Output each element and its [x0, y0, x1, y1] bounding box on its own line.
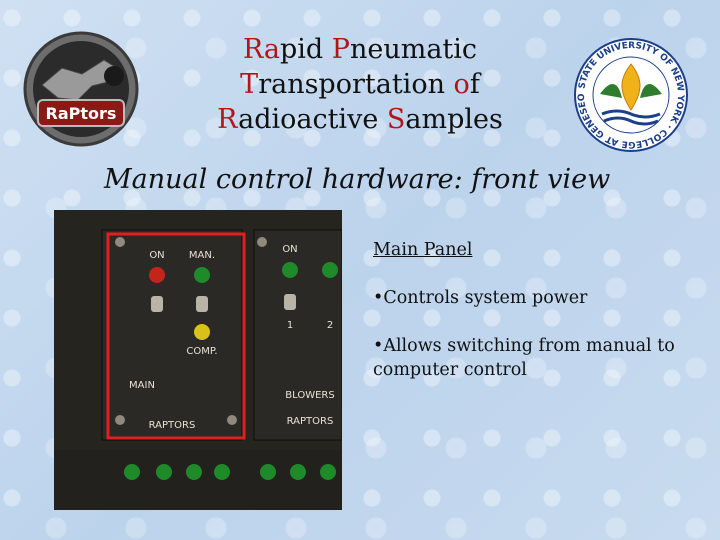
title-segment: S: [386, 104, 406, 135]
title-line-2: Transportation of: [160, 67, 560, 102]
title-line-1: Rapid Pneumatic: [160, 32, 560, 67]
title-segment: pid: [280, 34, 332, 65]
blower-2-label: 2: [327, 320, 333, 331]
led-green-lower-4: [214, 464, 230, 480]
title-line-3: Radioactive Samples: [160, 102, 560, 137]
panel-comp-label: COMP.: [186, 346, 217, 357]
title-segment: o: [453, 69, 470, 100]
title-segment: f: [469, 69, 480, 100]
led-green-lower-7: [320, 464, 336, 480]
blower-1-label: 1: [287, 320, 293, 331]
led-green-blower-2: [322, 262, 338, 278]
panel-brand-main: RAPTORS: [149, 420, 196, 431]
title-segment: Ra: [242, 34, 280, 65]
slide-subtitle: Manual control hardware: front view: [104, 164, 611, 195]
control-panel-photo: ON MAN. COMP. MAIN RAPTORS ON 1 2 BLOWER…: [54, 210, 342, 510]
toggle-switch-mode[interactable]: [196, 296, 208, 312]
toggle-switch-power[interactable]: [151, 296, 163, 312]
led-yellow-comp: [194, 324, 210, 340]
title-segment: ransportation: [258, 69, 454, 100]
geneseo-seal: STATE UNIVERSITY OF NEW YORK · COLLEGE A…: [574, 38, 688, 152]
bullet-heading: Main Panel: [373, 240, 473, 260]
logo-text: RaPtors: [46, 104, 117, 123]
bullet-item: •Allows switching from manual to compute…: [373, 336, 675, 380]
led-green-lower-2: [156, 464, 172, 480]
main-panel-highlight: [106, 232, 246, 440]
panel-main-label: MAIN: [129, 380, 155, 391]
panel-on-label: ON: [149, 250, 164, 261]
bullet-item: •Controls system power: [373, 288, 588, 308]
blowers-on-label: ON: [282, 244, 297, 255]
led-red: [149, 267, 165, 283]
toggle-switch-blower-1[interactable]: [284, 294, 296, 310]
panel-man-label: MAN.: [189, 250, 215, 261]
slide-title: Rapid Pneumatic Transportation of Radioa…: [160, 32, 560, 137]
led-green-man: [194, 267, 210, 283]
led-green-blower-1: [282, 262, 298, 278]
blowers-label: BLOWERS: [285, 390, 334, 401]
title-segment: adioactive: [238, 104, 387, 135]
title-segment: P: [331, 34, 350, 65]
panel-brand-blowers: RAPTORS: [287, 416, 334, 427]
raptors-logo: RaPtors: [23, 31, 139, 147]
title-segment: amples: [405, 104, 503, 135]
title-segment: R: [217, 104, 239, 135]
title-segment: neumatic: [349, 34, 478, 65]
led-green-lower-5: [260, 464, 276, 480]
led-green-lower-1: [124, 464, 140, 480]
led-green-lower-3: [186, 464, 202, 480]
bullet-list: Main Panel •Controls system power •Allow…: [373, 240, 703, 406]
led-green-lower-6: [290, 464, 306, 480]
title-segment: T: [240, 69, 259, 100]
